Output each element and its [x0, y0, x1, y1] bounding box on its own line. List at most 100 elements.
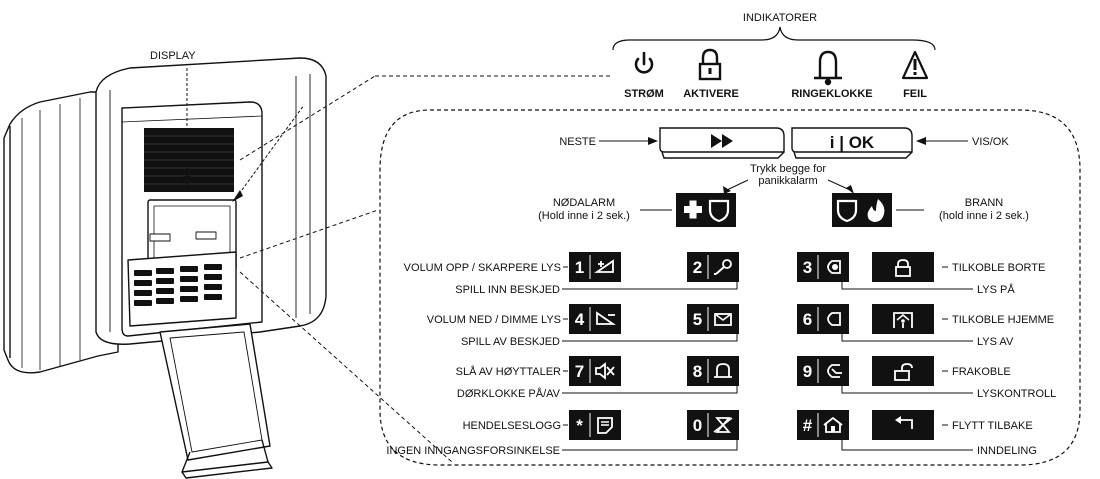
key-5[interactable]: 5: [687, 304, 739, 334]
light-control-icon: [827, 364, 842, 378]
emergency-label: NØDALARM: [553, 197, 615, 209]
key-9-callout: LYSKONTROLL: [841, 386, 1056, 400]
indicator-bell-label: RINGEKLOKKE: [791, 88, 872, 100]
partition-icon: [823, 416, 843, 433]
indicator-fault-label: FEIL: [903, 88, 927, 100]
keypad-outline: [379, 109, 1081, 466]
back-label: FLYTT TILBAKE: [952, 420, 1033, 432]
indicator-power: STRØM: [624, 51, 664, 100]
speaker-mute-icon: [595, 362, 615, 380]
light-off-icon: [827, 312, 841, 326]
panic-note-line1: Trykk begge for: [750, 163, 826, 175]
microphone-icon: [714, 259, 732, 275]
key-0-callout: INGEN INNGANGSFORSINKELSE: [386, 440, 738, 457]
key-star-label: HENDELSESLOGG: [463, 420, 561, 432]
key-8-digit: 8: [693, 362, 702, 381]
key-star-digit: *: [576, 416, 583, 435]
lock-icon: [698, 48, 722, 81]
volume-down-icon: [596, 311, 616, 325]
police-shield-icon: [708, 199, 730, 223]
back-key-body: [872, 410, 934, 440]
key-hash[interactable]: #: [797, 410, 849, 440]
key-1[interactable]: 1: [569, 252, 621, 282]
key-9-digit: 9: [803, 362, 812, 381]
indicator-arm-label: AKTIVERE: [683, 88, 739, 100]
disarm-key[interactable]: [872, 356, 934, 386]
emergency-key[interactable]: [676, 193, 736, 227]
first-aid-icon: [684, 200, 702, 219]
doorbell-icon: [714, 363, 732, 378]
key-5-label: SPILL AV BESKJED: [461, 336, 560, 348]
volume-up-icon: [594, 259, 614, 273]
arm-home-label: TILKOBLE HJEMME: [952, 314, 1054, 326]
key-6-digit: 6: [803, 310, 812, 329]
key-0-body: [687, 410, 739, 440]
key-star-callout: HENDELSESLOGG: [463, 420, 568, 432]
bell-icon: [814, 50, 842, 86]
key-hash-label: INNDELING: [977, 445, 1037, 457]
light-on-icon: [827, 260, 841, 274]
next-key[interactable]: [659, 127, 785, 159]
no-entry-delay-icon: [713, 417, 733, 433]
key-4-digit: 4: [575, 310, 585, 329]
key-7-label: SLÅ AV HØYTTALER: [456, 365, 561, 378]
back-key[interactable]: [872, 410, 934, 440]
ok-pointer: [916, 137, 968, 145]
fire-icon: [867, 199, 885, 222]
key-6-label: LYS AV: [977, 336, 1014, 348]
key-hash-callout: INNDELING: [841, 440, 1037, 457]
key-0-label: INGEN INNGANGSFORSINKELSE: [386, 445, 560, 457]
next-pointer: [599, 137, 658, 145]
message-icon: [714, 313, 732, 326]
key-3-label: LYS PÅ: [977, 283, 1015, 296]
key-2-label: SPILL INN BESKJED: [455, 284, 560, 296]
key-0-digit: 0: [693, 416, 702, 435]
key-7[interactable]: 7: [569, 356, 621, 386]
indicator-fault: FEIL: [901, 50, 929, 100]
indicator-power-label: STRØM: [624, 88, 664, 100]
arm-away-callout: TILKOBLE BORTE: [942, 262, 1045, 274]
panic-pointers: [726, 179, 851, 191]
arm-away-key[interactable]: [872, 252, 934, 282]
display-label: DISPLAY: [150, 50, 196, 62]
key-4-callout: VOLUM NED / DIMME LYS: [427, 314, 568, 326]
fire-label: BRANN: [965, 197, 1004, 209]
key-2-callout: SPILL INN BESKJED: [455, 282, 738, 296]
fire-key[interactable]: [832, 193, 892, 227]
indicators-brace: [612, 26, 936, 51]
key-hash-digit: #: [803, 416, 813, 435]
ok-key[interactable]: i | OK: [791, 127, 913, 159]
key-6-callout: LYS AV: [841, 334, 1014, 348]
key-2[interactable]: 2: [687, 252, 739, 282]
key-7-digit: 7: [575, 362, 584, 381]
key-2-digit: 2: [693, 258, 702, 277]
key-1-callout: VOLUM OPP / SKARPERE LYS: [404, 262, 568, 274]
key-9-label: LYSKONTROLL: [977, 388, 1056, 400]
key-8-label: DØRKLOKKE PÅ/AV: [457, 387, 561, 400]
next-label: NESTE: [559, 136, 596, 148]
key-3-digit: 3: [803, 258, 812, 277]
key-4[interactable]: 4: [569, 304, 621, 334]
key-0[interactable]: 0: [687, 410, 739, 440]
arm-home-key[interactable]: [872, 304, 934, 334]
key-7-callout: SLÅ AV HØYTTALER: [456, 365, 568, 378]
callout-lines: [239, 75, 453, 463]
key-9-body: [797, 356, 849, 386]
arm-away-icon: [895, 259, 911, 277]
key-9[interactable]: 9: [797, 356, 849, 386]
key-4-body: [569, 304, 621, 334]
key-4-label: VOLUM NED / DIMME LYS: [427, 314, 561, 326]
key-star[interactable]: *: [569, 410, 621, 440]
arm-away-label: TILKOBLE BORTE: [952, 262, 1045, 274]
key-1-digit: 1: [575, 258, 584, 277]
ok-label: VIS/OK: [972, 136, 1009, 148]
indicator-bell: RINGEKLOKKE: [791, 50, 873, 100]
event-log-icon: [597, 417, 613, 434]
display-pointer: [183, 68, 305, 202]
key-8[interactable]: 8: [687, 356, 739, 386]
key-3[interactable]: 3: [797, 252, 849, 282]
key-6[interactable]: 6: [797, 304, 849, 334]
key-8-callout: DØRKLOKKE PÅ/AV: [457, 386, 738, 400]
